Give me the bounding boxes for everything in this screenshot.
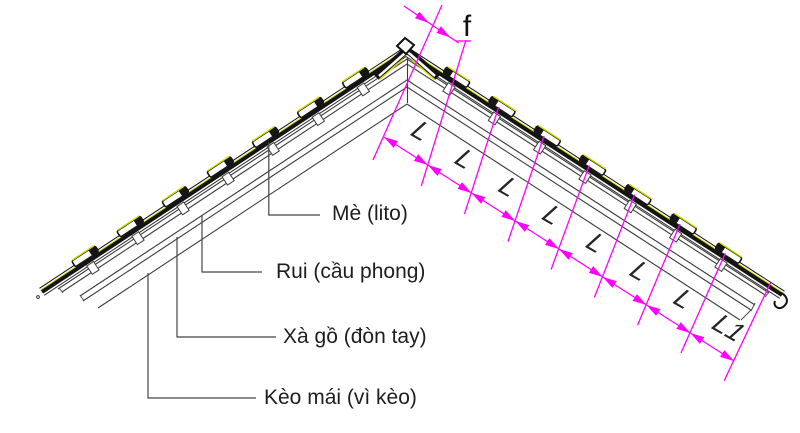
- tick-3: [507, 135, 545, 242]
- leader-xago: [176, 237, 276, 338]
- ridge-cap: [373, 36, 441, 81]
- batten: [714, 242, 743, 273]
- dimension-system: L L L L L L L L1 f: [372, 4, 772, 381]
- left-batten-band: [39, 48, 407, 296]
- right-eave-face: [740, 309, 752, 321]
- spacing-label: L: [578, 229, 615, 258]
- right-eave-face: [750, 302, 756, 312]
- tick-1: [420, 39, 467, 187]
- f-arrowhead: [436, 26, 451, 38]
- left-eave-face: [79, 294, 85, 302]
- label-xago: Xà gồ (đòn tay): [283, 325, 427, 348]
- right-batten-band: [405, 48, 788, 310]
- spacing-label: L: [622, 257, 659, 286]
- keo-truss-line: [97, 103, 741, 321]
- ridge-cap-knob: [395, 36, 416, 56]
- leader-rui: [201, 215, 262, 273]
- f-arrowhead: [415, 11, 429, 23]
- left-eave-face: [58, 287, 64, 294]
- roof-under-layers: [36, 58, 770, 321]
- spacing-label: L: [491, 173, 528, 202]
- spacing-labels: L L L L L L L L1: [403, 117, 754, 347]
- dim-seg-4: [514, 220, 560, 250]
- batten: [161, 185, 190, 216]
- callout-leaders: [147, 142, 320, 399]
- label-keo: Kèo mái (vì kèo): [264, 386, 417, 409]
- dim-seg-1: [383, 136, 429, 166]
- batten: [487, 95, 516, 126]
- label-rui: Rui (cầu phong): [276, 260, 425, 283]
- right-battens: [442, 66, 743, 273]
- tick-2: [463, 106, 500, 215]
- sheathing-line: [57, 58, 770, 294]
- dim-seg-7: [646, 304, 691, 334]
- batten: [532, 124, 561, 155]
- left-eave-dot: [36, 295, 40, 299]
- dim-seg-6: [602, 276, 647, 306]
- left-battens: [71, 66, 371, 276]
- batten: [206, 155, 235, 186]
- callout-labels: Mè (lito) Rui (cầu phong) Xà gồ (đòn tay…: [264, 202, 427, 409]
- ridge-offset-label: f: [463, 10, 472, 43]
- tick-5: [593, 194, 636, 298]
- tick-6: [637, 223, 681, 326]
- dim-seg-5: [558, 248, 604, 278]
- tick-8: [723, 282, 772, 381]
- batten: [341, 66, 371, 97]
- batten: [251, 126, 280, 157]
- batten: [296, 96, 326, 127]
- spacing-label: L: [535, 201, 572, 230]
- right-eave-face: [764, 291, 770, 298]
- f-dim-line: [403, 5, 459, 44]
- batten: [71, 245, 100, 276]
- spacing-label-last: L1: [704, 310, 754, 346]
- leader-keo: [147, 273, 256, 399]
- dim-seg-3: [471, 192, 516, 222]
- spacing-label: L: [666, 285, 703, 314]
- dim-seg-2: [427, 164, 472, 194]
- tick-ridge: [372, 4, 443, 161]
- batten: [116, 215, 145, 246]
- label-me: Mè (lito): [332, 202, 408, 225]
- dim-seg-8: [689, 332, 735, 362]
- leader-me: [268, 142, 320, 216]
- gutter-curl: [773, 291, 788, 310]
- tick-7: [680, 253, 726, 354]
- tick-4: [550, 165, 590, 270]
- f-dimension: [403, 5, 471, 44]
